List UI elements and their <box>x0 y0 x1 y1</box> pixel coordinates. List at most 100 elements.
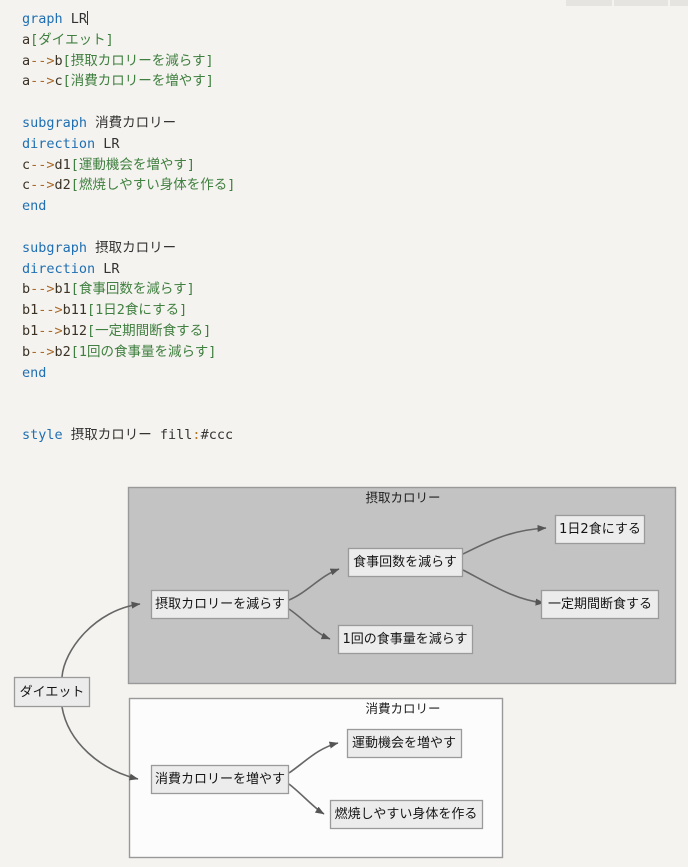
chrome-chip-3 <box>670 0 688 6</box>
chrome-chip-1 <box>566 0 612 6</box>
code-line-20[interactable] <box>22 404 688 425</box>
code-line-11[interactable] <box>22 217 688 238</box>
code-token-arr: --> <box>30 156 55 173</box>
code-line-16[interactable]: b1-->b12[一定期間断食する] <box>22 321 688 342</box>
code-token-id: c <box>22 156 31 173</box>
code-line-13[interactable]: direction LR <box>22 259 688 280</box>
cluster-burn-rect <box>128 697 504 859</box>
code-token-id: b2 <box>54 343 71 360</box>
code-token-plain: LR <box>62 11 88 27</box>
code-line-1[interactable]: graph LR <box>22 9 688 30</box>
code-token-kw: style <box>22 426 63 443</box>
cluster-burn: 消費カロリー <box>128 697 504 859</box>
code-token-id: c <box>22 177 31 194</box>
node-a-rect <box>13 676 91 708</box>
code-line-2[interactable]: a[ダイエット] <box>22 30 688 51</box>
node-b1[interactable]: 食事回数を減らす <box>347 547 464 578</box>
code-line-5[interactable] <box>22 92 688 113</box>
code-token-lbl: [運動機会を増やす] <box>70 156 196 173</box>
code-token-id: b1 <box>54 281 71 298</box>
code-line-9[interactable]: c-->d2[燃焼しやすい身体を作る] <box>22 175 688 196</box>
code-line-10[interactable]: end <box>22 196 688 217</box>
cluster-burn-title: 消費カロリー <box>365 701 440 716</box>
code-token-lbl: [一定期間断食する] <box>87 322 212 339</box>
node-d2-rect <box>329 799 484 830</box>
code-line-4[interactable]: a-->c[消費カロリーを増やす] <box>22 71 688 92</box>
mermaid-diagram-preview: 摂取カロリー 消費カロリー <box>0 470 688 867</box>
edge-b-b1 <box>288 568 340 601</box>
code-line-19[interactable] <box>22 383 688 404</box>
code-token-kw: subgraph <box>22 239 88 256</box>
node-b2-rect <box>337 624 474 655</box>
edge-a-c <box>61 706 139 781</box>
node-d2[interactable]: 燃焼しやすい身体を作る <box>329 799 484 830</box>
code-token-arr: --> <box>38 322 63 339</box>
code-line-17[interactable]: b-->b2[1回の食事量を減らす] <box>22 342 688 363</box>
node-d1-label: 運動機会を増やす <box>352 736 456 751</box>
code-token-arr: --> <box>38 302 63 319</box>
node-d1[interactable]: 運動機会を増やす <box>346 728 463 759</box>
code-token-lbl: [1日2食にする] <box>87 302 188 319</box>
code-token-id: c <box>54 73 63 90</box>
code-token-lbl: [消費カロリーを増やす] <box>62 73 214 90</box>
edge-c-d1 <box>288 741 339 774</box>
code-token-lbl: [1回の食事量を減らす] <box>70 343 217 360</box>
code-token-kw: graph <box>22 11 63 27</box>
code-token-id: a <box>22 73 31 90</box>
code-token-id: d1 <box>54 156 71 173</box>
code-token-kw: subgraph <box>22 114 88 131</box>
cluster-intake-title: 摂取カロリー <box>365 490 440 505</box>
code-token-arr: --> <box>30 343 55 360</box>
code-line-6[interactable]: subgraph 消費カロリー <box>22 113 688 134</box>
code-line-14[interactable]: b-->b1[食事回数を減らす] <box>22 279 688 300</box>
node-b12-label: 一定期間断食する <box>548 596 652 612</box>
edge-b1-b11 <box>462 524 547 555</box>
node-a-label: ダイエット <box>20 685 85 700</box>
code-token-arr: --> <box>30 177 55 194</box>
code-line-3[interactable]: a-->b[摂取カロリーを減らす] <box>22 51 688 72</box>
code-token-id: d2 <box>54 177 71 194</box>
code-token-id: b <box>22 281 31 298</box>
edge-a-b <box>61 601 141 678</box>
code-token-id: b <box>22 343 31 360</box>
code-token-plain: 摂取カロリー fill <box>62 426 193 443</box>
code-token-id: b <box>54 52 63 69</box>
edge-b-b2 <box>288 608 331 640</box>
code-token-arr: --> <box>30 281 55 298</box>
code-token-id: b1 <box>22 322 39 339</box>
code-token-lbl: [ダイエット] <box>30 31 114 48</box>
code-token-plain: #ccc <box>200 426 234 443</box>
code-token-lbl: [食事回数を減らす] <box>70 281 195 298</box>
code-token-id: b11 <box>62 302 88 319</box>
code-line-15[interactable]: b1-->b11[1日2食にする] <box>22 300 688 321</box>
code-token-lbl: [摂取カロリーを減らす] <box>62 52 214 69</box>
code-token-kw: direction <box>22 135 96 152</box>
code-line-8[interactable]: c-->d1[運動機会を増やす] <box>22 155 688 176</box>
node-c-rect <box>150 764 290 795</box>
node-b12-rect <box>540 589 660 620</box>
code-token-arr: --> <box>30 73 55 90</box>
node-a[interactable]: ダイエット <box>13 676 91 708</box>
code-token-punc: : <box>192 426 201 443</box>
node-d1-rect <box>346 728 463 759</box>
code-line-12[interactable]: subgraph 摂取カロリー <box>22 238 688 259</box>
edge-c-d2 <box>288 783 325 815</box>
node-c[interactable]: 消費カロリーを増やす <box>150 764 290 795</box>
node-b[interactable]: 摂取カロリーを減らす <box>150 589 290 620</box>
top-chrome-strip <box>566 0 688 6</box>
code-line-18[interactable]: end <box>22 363 688 384</box>
node-b11-rect <box>554 514 646 545</box>
code-line-21[interactable]: style 摂取カロリー fill:#ccc <box>22 425 688 446</box>
node-b-label: 摂取カロリーを減らす <box>155 596 285 612</box>
code-token-kw: direction <box>22 260 96 277</box>
code-line-7[interactable]: direction LR <box>22 134 688 155</box>
node-b11[interactable]: 1日2食にする <box>554 514 646 545</box>
node-b12[interactable]: 一定期間断食する <box>540 589 660 620</box>
node-b1-rect <box>347 547 464 578</box>
code-token-id: a <box>22 52 31 69</box>
node-d2-label: 燃焼しやすい身体を作る <box>335 806 478 822</box>
code-token-plain: 摂取カロリー <box>87 239 177 256</box>
node-b2[interactable]: 1回の食事量を減らす <box>337 624 474 655</box>
text-cursor <box>87 11 89 25</box>
